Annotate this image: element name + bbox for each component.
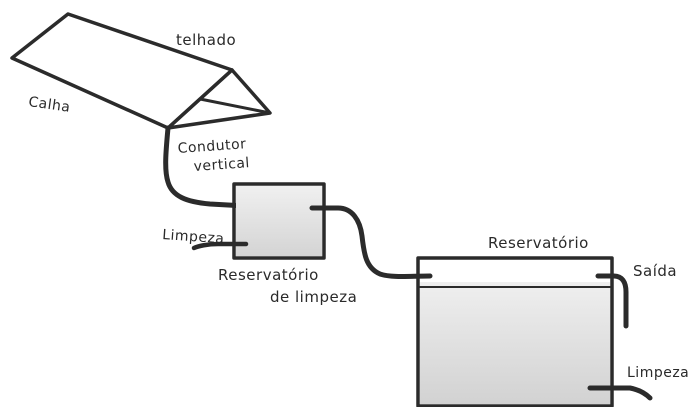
vertical-conductor-pipe [163,125,249,209]
roof-gable-face [166,68,272,130]
main-reservoir-water [420,282,610,404]
cleaning-left-label: Limpeza [162,227,225,247]
cleaning-tank-label-line2: de limpeza [270,288,357,306]
gutter-label: Calha [27,94,71,116]
cleaning-tank-water [236,186,322,256]
main-reservoir-label: Reservatório [488,234,589,252]
cleaning-outlet-left-pipe [191,241,249,251]
cleaning-tank [232,182,326,260]
roof [10,12,272,130]
roof-label: telhado [176,31,236,49]
outlet-label: Saída [633,262,677,280]
outlet-pipe [595,273,629,329]
cleaning-outlet-right-pipe [587,385,653,401]
conductor-label-line2: vertical [193,155,250,175]
main-reservoir [416,256,614,407]
conductor-label-line1: Condutor [177,136,247,157]
cleaning-tank-label-line1: Reservatório [218,266,319,284]
cleaning-right-label: Limpeza [627,365,689,381]
cleaning-tank-outline [232,182,326,260]
connecting-pipe [309,205,433,279]
main-reservoir-outline [416,256,614,407]
roof-ridge-inner [198,97,272,115]
